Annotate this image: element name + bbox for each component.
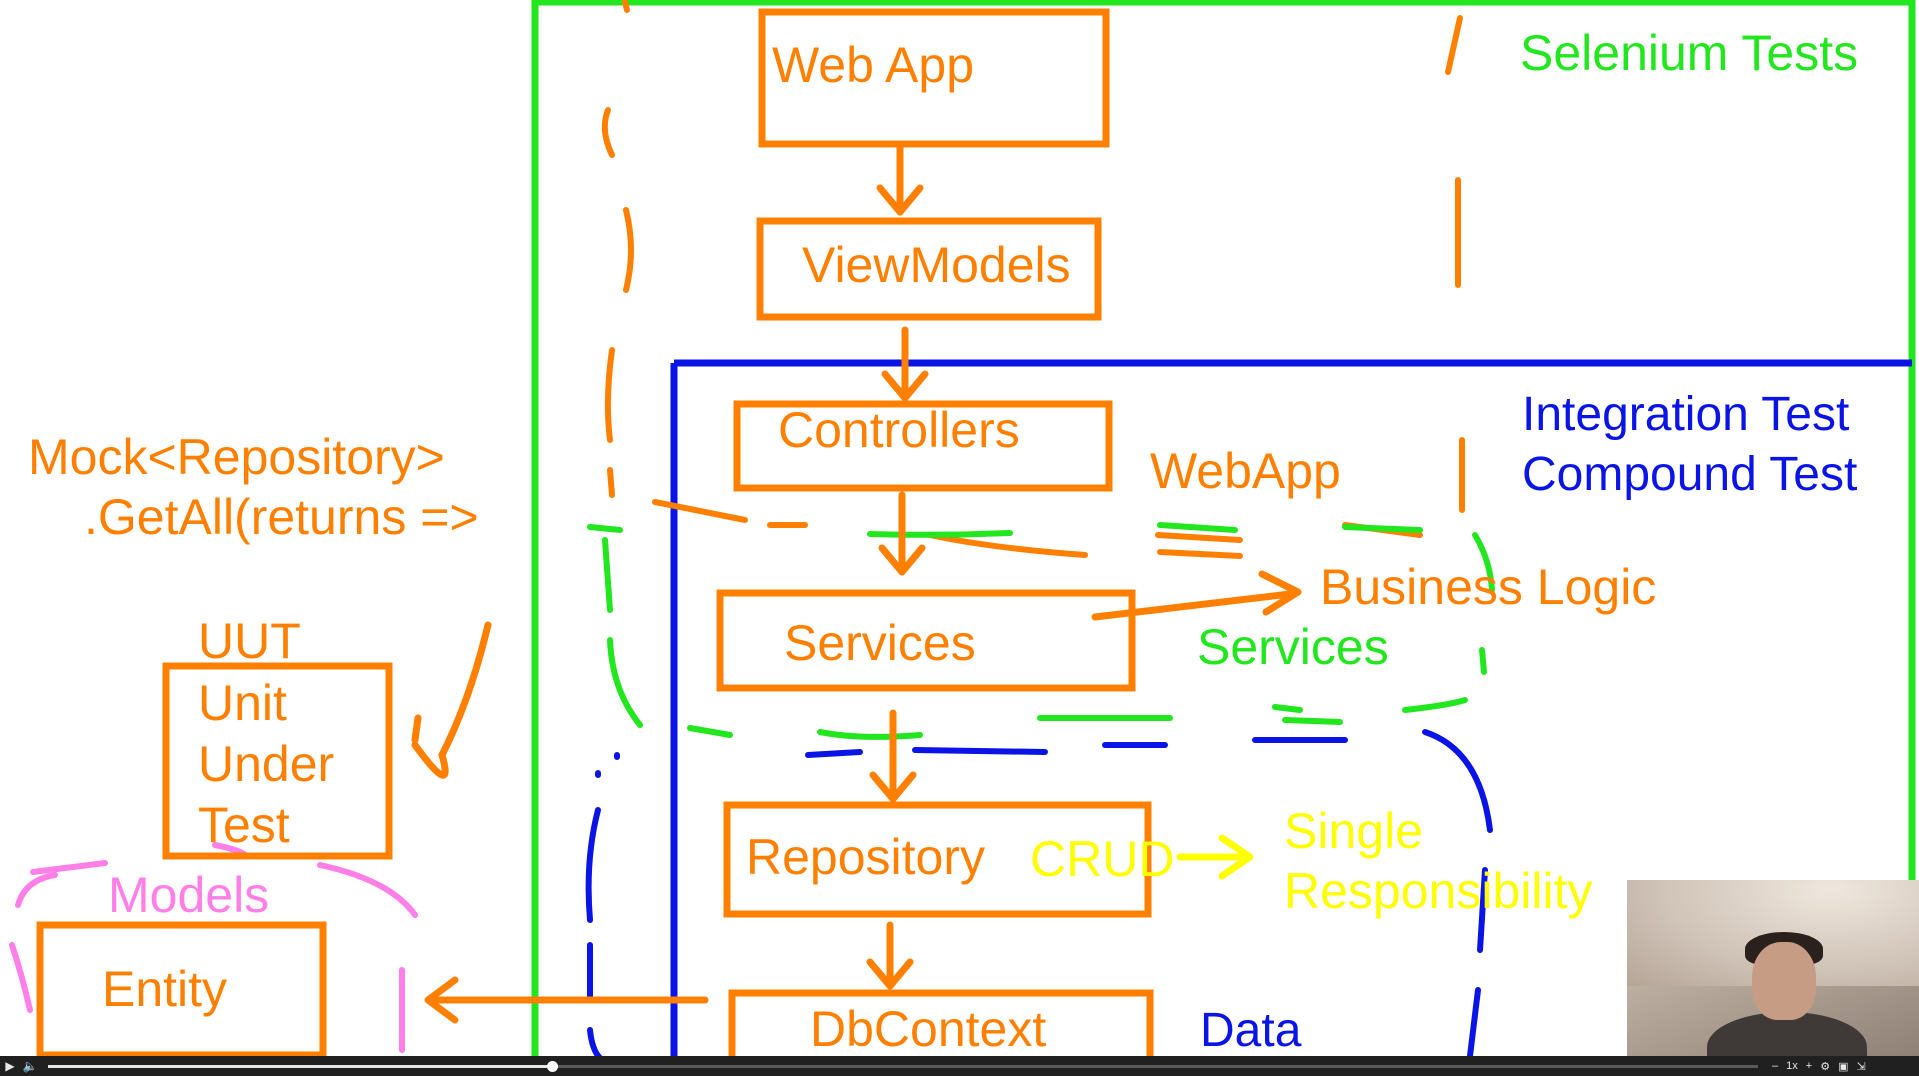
check-mark: [411, 621, 492, 779]
unit-label: Unit: [198, 675, 287, 731]
services-layer-label: Services: [1197, 619, 1389, 675]
seek-handle[interactable]: [547, 1060, 559, 1072]
test-label: Test: [198, 797, 290, 853]
under-label: Under: [198, 736, 334, 792]
selenium-boundary: [531, 0, 1916, 1058]
integration-test-label: Integration Test: [1522, 388, 1849, 441]
repository-box: [723, 801, 1152, 918]
minus-icon[interactable]: –: [1772, 1060, 1779, 1072]
controllers-label: Controllers: [778, 402, 1020, 458]
services-dashed-outline: [587, 522, 1495, 740]
mock-line1: Mock<Repository>: [28, 429, 445, 485]
selenium-tests-label: Selenium Tests: [1520, 25, 1858, 81]
play-icon[interactable]: ▶: [5, 1059, 15, 1073]
video-player-controls: ▶ 🔈 – 1x + ⚙ ▣ ⇲: [0, 1056, 1919, 1076]
webapp-layer-label: WebApp: [1150, 443, 1341, 499]
plus-icon[interactable]: +: [1805, 1060, 1813, 1072]
business-logic-label: Business Logic: [1320, 559, 1656, 615]
services-label: Services: [784, 615, 976, 671]
volume-icon[interactable]: 🔈: [22, 1059, 38, 1073]
services-box: [716, 589, 1136, 692]
models-outline: [9, 842, 418, 1053]
flow-arrows: [424, 143, 1302, 1024]
models-label: Models: [108, 867, 269, 923]
settings-icon[interactable]: ⚙: [1820, 1060, 1831, 1073]
uut-box: [162, 662, 393, 860]
crud-label: CRUD: [1030, 831, 1174, 887]
web-app-box: [758, 8, 1110, 148]
mock-line2: .GetAll(returns =>: [84, 489, 479, 545]
webcam-overlay: [1627, 880, 1919, 1056]
uut-label: UUT: [198, 613, 301, 669]
repository-label: Repository: [746, 829, 985, 885]
dbcontext-label: DbContext: [810, 1001, 1046, 1057]
presenter-face: [1752, 942, 1816, 1020]
single-label: Single: [1284, 803, 1423, 859]
seek-bar[interactable]: [48, 1060, 1758, 1072]
data-layer-label: Data: [1200, 1004, 1302, 1057]
viewmodels-label: ViewModels: [802, 237, 1071, 293]
entity-label: Entity: [102, 961, 227, 1017]
integration-boundary: [670, 359, 1912, 1058]
speed-label[interactable]: 1x: [1786, 1060, 1798, 1072]
compound-test-label: Compound Test: [1522, 448, 1857, 501]
webapp-dashed-outline: [601, 0, 1465, 559]
controllers-box: [733, 400, 1113, 492]
responsibility-label: Responsibility: [1284, 863, 1592, 919]
crud-arrow: [1176, 834, 1254, 880]
entity-box: [36, 921, 327, 1059]
viewmodels-box: [756, 217, 1102, 321]
web-app-label: Web App: [772, 37, 974, 93]
fullscreen-icon[interactable]: ⇲: [1856, 1060, 1866, 1073]
seek-progress: [48, 1064, 553, 1068]
pip-icon[interactable]: ▣: [1838, 1060, 1849, 1073]
component-boxes: [36, 8, 1154, 1067]
